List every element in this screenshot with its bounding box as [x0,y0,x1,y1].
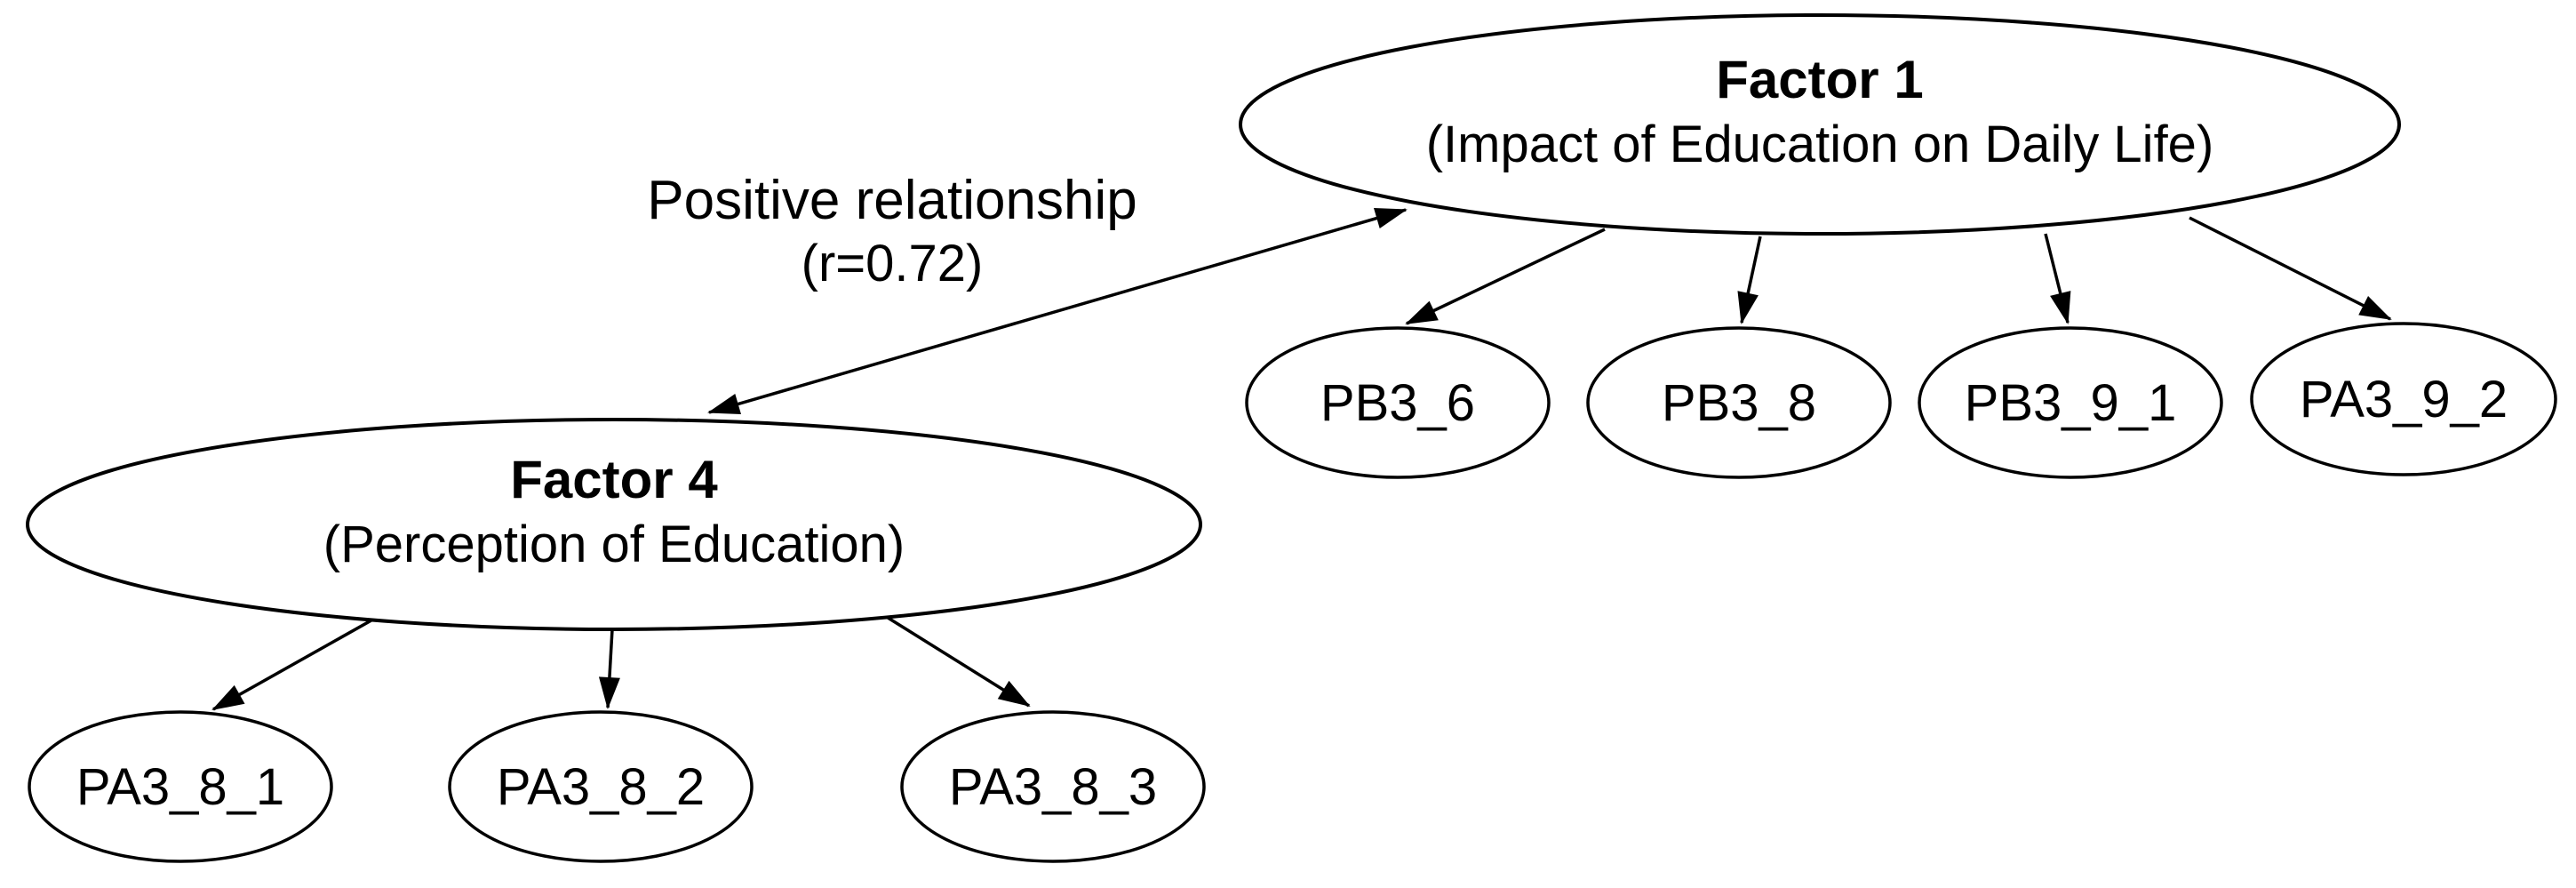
factor-4-title: Factor 4 [510,450,718,509]
indicator-pb3-6-label: PB3_6 [1320,374,1475,432]
indicator-pa3-8-1: PA3_8_1 [28,710,333,863]
indicator-pb3-6-node [1245,326,1551,479]
edge-factor1-pb3-8 [1737,236,1762,324]
edge-factor1-pa3-9-2 [2189,216,2392,321]
indicator-pa3-8-1-node [28,710,333,863]
factor-1-subtitle: (Impact of Education on Daily Life) [1426,116,2214,173]
indicator-pb3-9-1-node [1918,326,2223,479]
factor-1-group: Factor 1 (Impact of Education on Daily L… [1239,13,2401,236]
indicator-pa3-8-1-label: PA3_8_1 [76,758,284,816]
factor-4-node [26,418,1202,631]
indicator-pb3-6: PB3_6 [1245,326,1551,479]
edge-factor4-pa3-8-2 [598,628,620,709]
correlation-edge [707,207,1408,415]
indicator-pb3-9-1-label: PB3_9_1 [1965,374,2177,432]
edge-factor4-pa3-8-3 [877,610,1031,708]
indicator-pb3-8-label: PB3_8 [1662,374,1816,432]
factor-1-node [1239,13,2401,236]
indicator-pa3-9-2: PA3_9_2 [2250,322,2557,476]
factor-1-title: Factor 1 [1716,50,1923,109]
edges [211,207,2392,711]
edge-factor1-pb3-6 [1405,228,1606,325]
indicator-pa3-8-3-label: PA3_8_3 [949,758,1157,816]
indicator-pa3-8-2-label: PA3_8_2 [497,758,705,816]
indicator-pb3-8-node [1586,326,1892,479]
indicator-pa3-9-2-label: PA3_9_2 [2300,371,2508,428]
indicator-pa3-8-2: PA3_8_2 [448,710,754,863]
indicator-pb3-8: PB3_8 [1586,326,1892,479]
correlation-value: (r=0.72) [802,235,984,292]
factor-1-indicators: PB3_6 PB3_8 PB3_9_1 PA3_9_2 [1245,322,2557,479]
factor-4-indicators: PA3_8_1 PA3_8_2 PA3_8_3 [28,710,1206,863]
correlation-label-group: Positive relationship (r=0.72) [647,170,1136,292]
correlation-label: Positive relationship [647,170,1136,231]
factor-4-group: Factor 4 (Perception of Education) [26,418,1202,631]
indicator-pa3-8-3: PA3_8_3 [900,710,1206,863]
edge-factor1-pb3-9-1 [2044,233,2071,324]
factor-4-subtitle: (Perception of Education) [323,516,905,573]
edge-factor4-pa3-8-1 [211,612,385,711]
indicator-pa3-9-2-node [2250,322,2557,476]
indicator-pb3-9-1: PB3_9_1 [1918,326,2223,479]
indicator-pa3-8-2-node [448,710,754,863]
indicator-pa3-8-3-node [900,710,1206,863]
